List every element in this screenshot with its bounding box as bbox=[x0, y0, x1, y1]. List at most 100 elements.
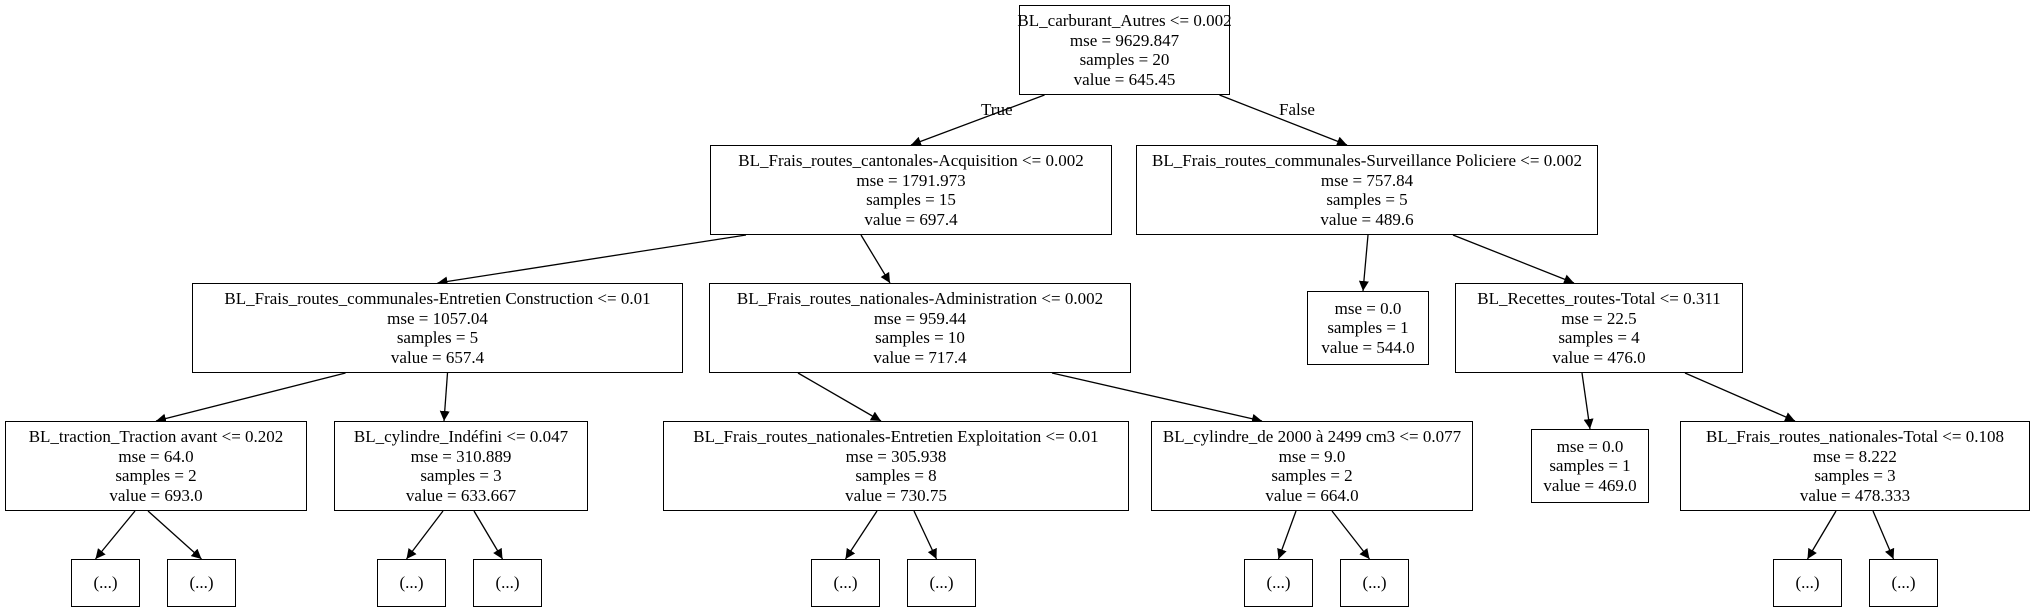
edge-label-false: False bbox=[1279, 100, 1315, 119]
tree-edge bbox=[473, 510, 504, 560]
node-text-line: BL_Frais_routes_cantonales-Acquisition <… bbox=[738, 151, 1084, 170]
node-text-line: BL_Frais_routes_communales-Entretien Con… bbox=[224, 289, 651, 308]
tree-node: BL_Frais_routes_nationales-Entretien Exp… bbox=[663, 421, 1129, 511]
tree-node: BL_Frais_routes_communales-Surveillance … bbox=[1136, 145, 1598, 235]
node-text-line: mse = 64.0 bbox=[118, 446, 194, 466]
node-text-line: BL_traction_Traction avant <= 0.202 bbox=[28, 427, 284, 446]
node-text-line: samples = 3 bbox=[1814, 466, 1896, 485]
truncated-node: (...) bbox=[907, 559, 976, 607]
node-text-line: mse = 310.889 bbox=[410, 446, 512, 466]
node-text-line: samples = 5 bbox=[1326, 190, 1408, 209]
truncated-node: (...) bbox=[1773, 559, 1842, 607]
node-text-line: (...) bbox=[833, 573, 858, 593]
node-text-line: BL_Frais_routes_communales-Surveillance … bbox=[1152, 151, 1582, 170]
tree-edge bbox=[797, 372, 882, 422]
node-text-line: mse = 959.44 bbox=[873, 308, 967, 328]
tree-edge bbox=[1331, 510, 1371, 560]
node-text-line: mse = 22.5 bbox=[1561, 308, 1637, 328]
edge-label-true: True bbox=[981, 100, 1013, 119]
node-text-line: mse = 9629.847 bbox=[1069, 30, 1180, 50]
node-text-line: (...) bbox=[189, 573, 214, 593]
node-text-line: value = 657.4 bbox=[390, 347, 485, 367]
truncated-node: (...) bbox=[71, 559, 140, 607]
node-text-line: value = 544.0 bbox=[1321, 337, 1415, 357]
tree-edge bbox=[405, 510, 444, 560]
truncated-node: (...) bbox=[811, 559, 880, 607]
tree-node: BL_Frais_routes_communales-Entretien Con… bbox=[192, 283, 683, 373]
node-text-line: samples = 5 bbox=[396, 328, 479, 347]
node-text-line: mse = 757.84 bbox=[1320, 170, 1414, 190]
node-text-line: (...) bbox=[1795, 573, 1820, 593]
node-text-line: (...) bbox=[1266, 573, 1291, 593]
node-text-line: (...) bbox=[929, 573, 954, 593]
truncated-node: (...) bbox=[167, 559, 236, 607]
node-text-line: samples = 3 bbox=[420, 466, 502, 485]
node-text-line: (...) bbox=[1891, 573, 1916, 593]
tree-node: BL_Frais_routes_nationales-Administratio… bbox=[709, 283, 1131, 373]
tree-edge bbox=[155, 372, 346, 424]
tree-edge bbox=[439, 372, 450, 422]
node-text-line: value = 664.0 bbox=[1265, 485, 1359, 505]
node-text-line: BL_Frais_routes_nationales-Total <= 0.10… bbox=[1706, 427, 2004, 446]
node-text-line: value = 697.4 bbox=[864, 209, 958, 229]
node-text-line: samples = 15 bbox=[866, 190, 956, 209]
truncated-node: (...) bbox=[1869, 559, 1938, 607]
node-text-line: (...) bbox=[1362, 573, 1387, 593]
node-text-line: BL_Recettes_routes-Total <= 0.311 bbox=[1477, 289, 1721, 308]
node-text-line: samples = 10 bbox=[875, 328, 965, 347]
truncated-node: (...) bbox=[1340, 559, 1409, 607]
tree-edge bbox=[1872, 510, 1895, 560]
truncated-node: (...) bbox=[377, 559, 446, 607]
tree-edge bbox=[1277, 510, 1297, 560]
tree-edge bbox=[1684, 372, 1796, 422]
node-text-line: samples = 2 bbox=[115, 466, 197, 485]
tree-edge bbox=[860, 234, 891, 284]
node-text-line: value = 489.6 bbox=[1320, 209, 1414, 229]
node-text-line: BL_carburant_Autres <= 0.002 bbox=[1017, 11, 1232, 30]
node-text-line: mse = 9.0 bbox=[1278, 446, 1346, 466]
node-text-line: BL_Frais_routes_nationales-Administratio… bbox=[736, 289, 1104, 308]
tree-edge bbox=[844, 510, 878, 560]
tree-edge bbox=[1806, 510, 1837, 560]
node-text-line: mse = 1057.04 bbox=[387, 308, 488, 328]
node-text-line: mse = 0.0 bbox=[1556, 436, 1624, 456]
node-text-line: value = 476.0 bbox=[1552, 347, 1646, 367]
tree-node: BL_Frais_routes_nationales-Total <= 0.10… bbox=[1680, 421, 2030, 511]
tree-edge bbox=[1358, 234, 1369, 292]
node-text-line: BL_cylindre_de 2000 à 2499 cm3 <= 0.077 bbox=[1162, 427, 1462, 446]
tree-edge bbox=[913, 510, 938, 560]
node-text-line: value = 645.45 bbox=[1073, 69, 1176, 89]
truncated-node: (...) bbox=[473, 559, 542, 607]
node-text-line: value = 717.4 bbox=[873, 347, 967, 367]
node-text-line: mse = 305.938 bbox=[845, 446, 947, 466]
tree-edge bbox=[437, 234, 747, 287]
node-text-line: samples = 1 bbox=[1327, 318, 1409, 338]
node-text-line: samples = 2 bbox=[1271, 466, 1353, 485]
node-text-line: BL_Frais_routes_nationales-Entretien Exp… bbox=[693, 427, 1099, 446]
tree-edge bbox=[1219, 94, 1348, 147]
tree-node: BL_Frais_routes_cantonales-Acquisition <… bbox=[710, 145, 1112, 235]
node-text-line: mse = 1791.973 bbox=[856, 170, 966, 190]
node-text-line: (...) bbox=[399, 573, 424, 593]
node-text-line: mse = 8.222 bbox=[1813, 446, 1897, 466]
node-text-line: value = 469.0 bbox=[1543, 475, 1637, 495]
node-text-line: samples = 8 bbox=[855, 466, 937, 485]
node-text-line: samples = 4 bbox=[1558, 328, 1640, 347]
tree-edge bbox=[1581, 372, 1594, 430]
node-text-line: BL_cylindre_Indéfini <= 0.047 bbox=[353, 427, 569, 446]
tree-edge bbox=[147, 510, 202, 560]
node-text-line: value = 478.333 bbox=[1799, 485, 1911, 505]
node-text-line: samples = 20 bbox=[1079, 50, 1170, 69]
tree-edge bbox=[910, 94, 1045, 147]
node-text-line: value = 633.667 bbox=[405, 485, 517, 505]
node-text-line: samples = 1 bbox=[1549, 456, 1631, 476]
node-text-line: value = 730.75 bbox=[845, 485, 947, 505]
